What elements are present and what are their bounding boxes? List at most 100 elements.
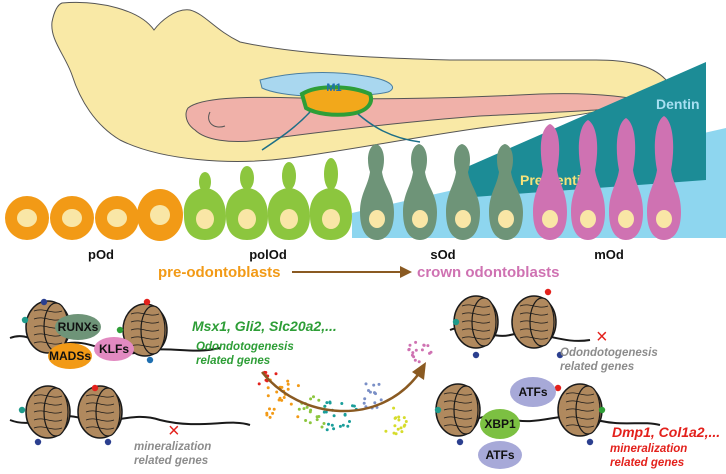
scatter-point (393, 416, 397, 420)
histone-mark (452, 318, 460, 326)
scatter-point (412, 355, 416, 359)
scatter-point (332, 427, 336, 431)
scatter-point (411, 351, 415, 355)
dna-wrap (130, 344, 160, 348)
dna-wrap (519, 312, 549, 316)
sod-nucleus (412, 210, 428, 228)
scatter-point (296, 384, 300, 388)
stage-label-pod: pOd (88, 247, 114, 262)
dna-wrap (33, 333, 63, 337)
scatter-point (317, 415, 321, 418)
scatter-point (420, 348, 424, 352)
scatter-point (428, 351, 431, 355)
dna-wrap (565, 392, 595, 396)
dna-wrap (443, 392, 473, 396)
nucleosome-face (95, 387, 121, 437)
transition-arrowhead (400, 266, 412, 278)
scatter-point (272, 407, 276, 411)
polod-process (324, 158, 338, 190)
xbp1-blob (480, 409, 520, 439)
crown-odontoblasts-label: crown odontoblasts (417, 264, 560, 281)
scatter-point (315, 418, 319, 422)
root-curl (208, 111, 226, 128)
scatter-point (384, 429, 388, 433)
histone-mark (556, 351, 564, 359)
scatter-point (414, 348, 418, 352)
dna-wrap (130, 328, 160, 332)
histone-mark (544, 288, 552, 296)
nucleosome-face (453, 385, 479, 435)
scatter-point (296, 415, 300, 419)
scatter-point (338, 424, 342, 428)
sod-nucleus (369, 210, 385, 228)
scatter-point (346, 424, 350, 428)
sod-nucleus (498, 210, 514, 228)
scatter-point (397, 415, 401, 419)
scatter-point (417, 360, 421, 364)
right-top-cross: × (596, 326, 608, 348)
scatter-point (325, 428, 329, 432)
dna-wrap (33, 410, 63, 414)
sod-cells (360, 144, 523, 240)
pod-nucleus (150, 205, 170, 225)
dna-wrap (130, 312, 160, 316)
line-right (357, 113, 421, 143)
scatter-point (400, 430, 404, 434)
dna-wrap (565, 408, 595, 412)
mod-nucleus (580, 210, 596, 228)
histone-mark (18, 406, 26, 414)
stage-label-sod: sOd (430, 247, 455, 262)
right-bottom-note-2: related genes (610, 457, 684, 469)
scatter-point (328, 400, 332, 404)
histone-mark (586, 438, 594, 446)
histone-mark (116, 326, 124, 334)
scatter-point (277, 398, 281, 402)
scatter-point (320, 425, 324, 429)
dna-wrap (85, 418, 115, 422)
histone-mark (21, 316, 29, 324)
histone-mark (104, 438, 112, 446)
scatter-point (317, 398, 321, 402)
scatter-point (322, 422, 326, 425)
histone-mark (456, 438, 464, 446)
mod-cell (533, 124, 567, 240)
madss-blob (48, 343, 92, 369)
mod-nucleus (656, 210, 672, 228)
nucleosome-face (471, 297, 497, 347)
scatter-point (343, 413, 347, 417)
scatter-point (394, 432, 398, 436)
scatter-point (372, 383, 376, 387)
scatter-point (399, 426, 403, 430)
histone-mark (143, 298, 151, 306)
histone-mark (434, 406, 442, 414)
dna-wrap (33, 394, 63, 398)
dna-wrap (130, 320, 160, 324)
scatter-point (312, 395, 315, 399)
scatter-point (305, 405, 309, 409)
klfs-label: KLFs (99, 342, 129, 356)
scatter-point (364, 382, 368, 386)
dna-wrap (33, 402, 63, 406)
scatter-point (402, 424, 406, 428)
left-top-note-2: related genes (196, 355, 270, 367)
pre-odontoblasts-label: pre-odontoblasts (158, 264, 281, 281)
dna-wrap (33, 309, 63, 313)
cell-row (5, 116, 681, 241)
sod-nucleus (455, 210, 471, 228)
scatter-point (324, 410, 328, 414)
runxs-blob (55, 314, 101, 340)
scatter-point (327, 422, 330, 426)
line-left (261, 111, 311, 151)
scatter-point (275, 390, 279, 394)
scatter-point (297, 407, 301, 411)
histone-mark (40, 298, 48, 306)
dna-wrap (565, 416, 595, 420)
scatter-point (286, 379, 290, 383)
left-top-note-1: Odondotogenesis (196, 341, 294, 353)
polod-cells (183, 158, 352, 240)
atfs-label-top: ATFs (518, 385, 547, 399)
dna-wrap (85, 394, 115, 398)
nucleosome-face (43, 387, 69, 437)
tooth-label: M1 (326, 82, 341, 94)
scatter-point (309, 408, 313, 412)
